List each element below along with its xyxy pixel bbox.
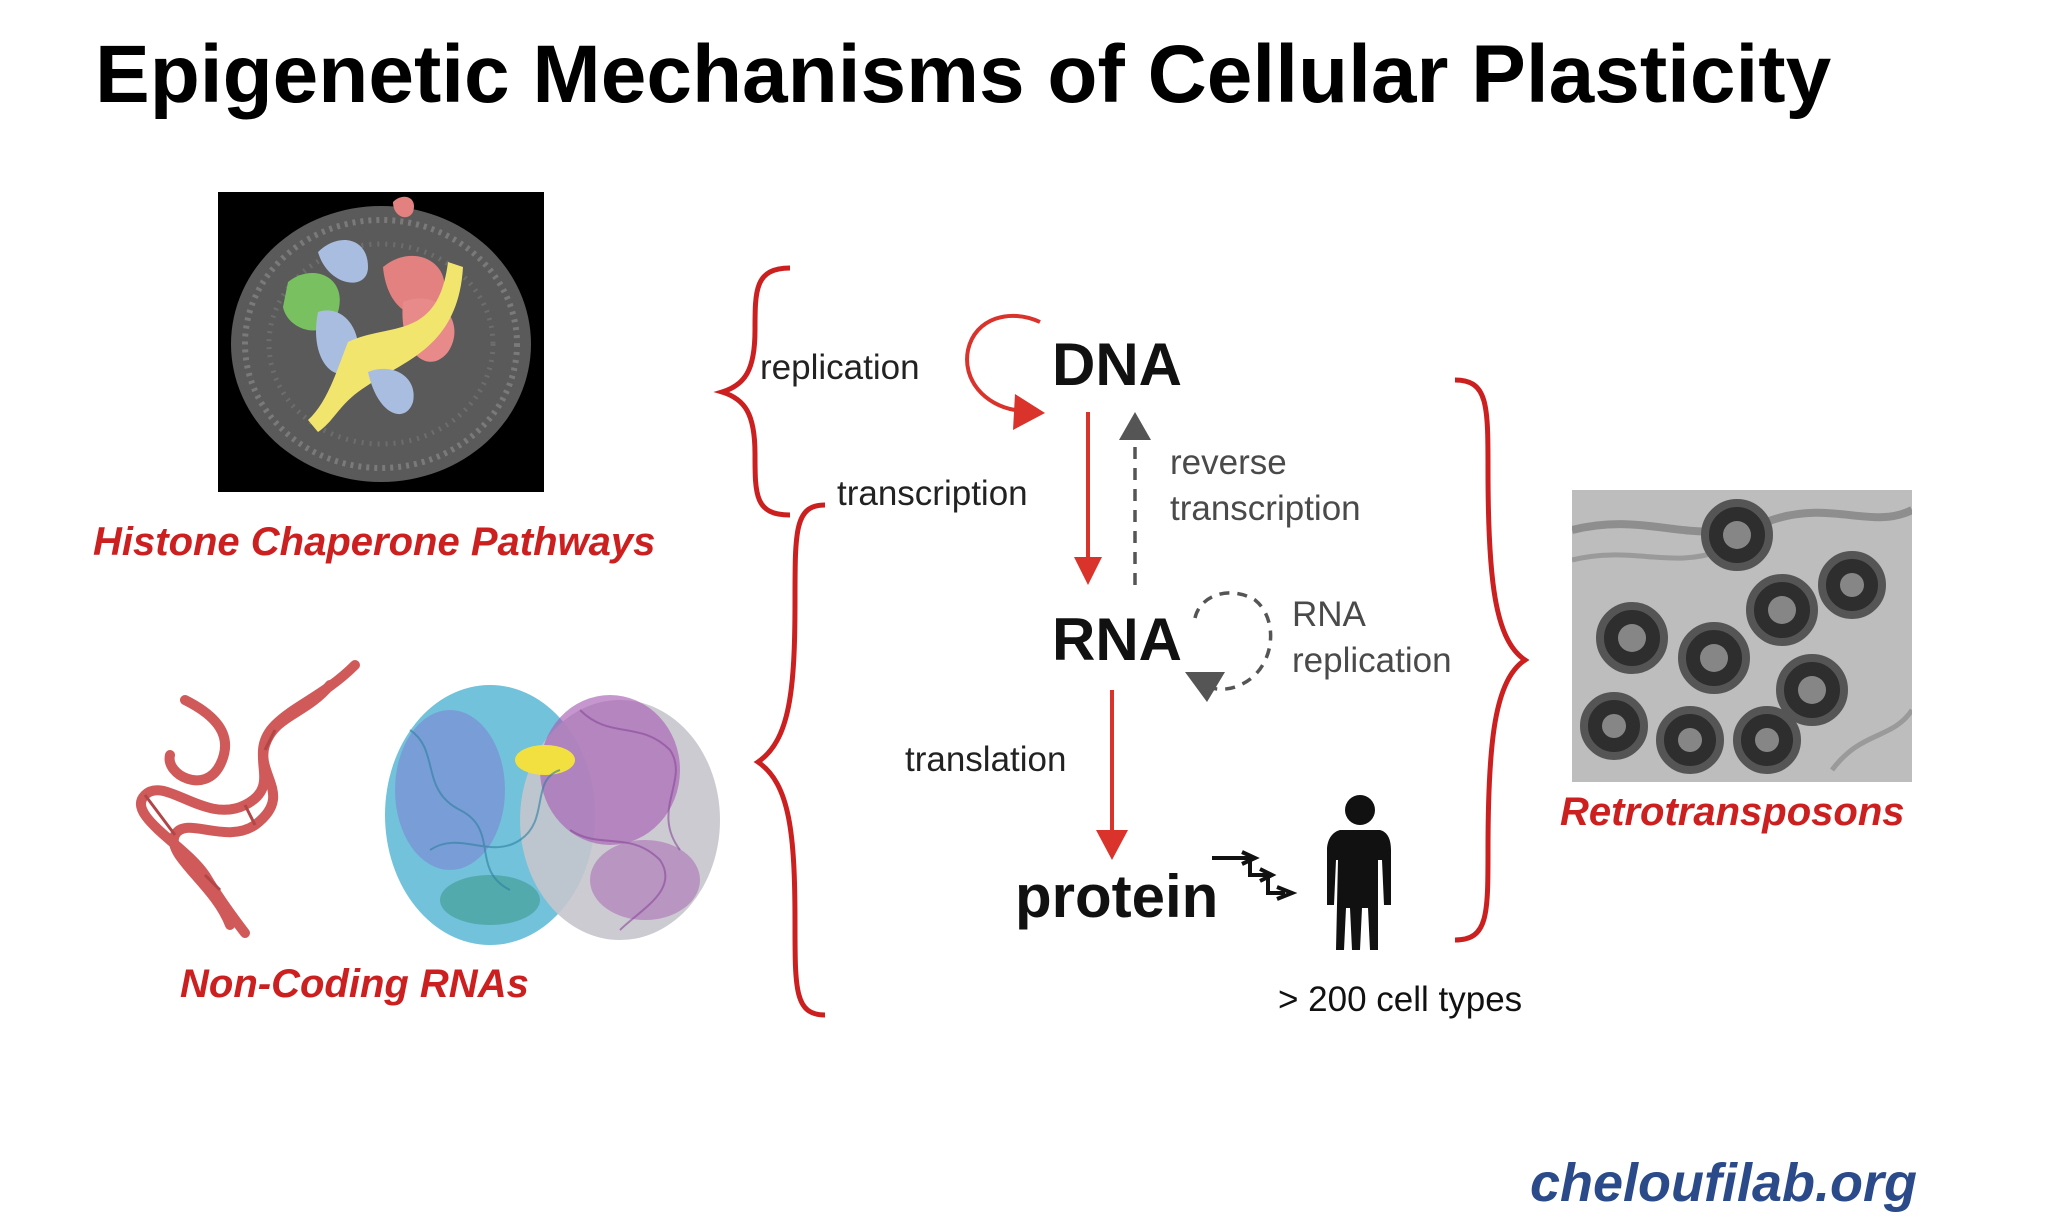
- histone-caption: Histone Chaperone Pathways: [93, 520, 656, 564]
- nucleosome-image: [218, 192, 544, 492]
- translation-label: translation: [905, 740, 1067, 779]
- retrotransposon-image: [1572, 490, 1912, 782]
- reverse-transcription-label-2: transcription: [1170, 489, 1361, 528]
- rna-replication-label-2: replication: [1292, 641, 1452, 680]
- brace-left: [753, 502, 826, 1018]
- page-title: Epigenetic Mechanisms of Cellular Plasti…: [95, 29, 1832, 120]
- human-figure: [1327, 795, 1391, 950]
- retro-caption: Retrotransposons: [1560, 790, 1905, 834]
- replication-arrowhead: [1013, 394, 1045, 430]
- lab-website: cheloufilab.org: [1530, 1153, 1918, 1213]
- reverse-transcription-label-1: reverse: [1170, 443, 1287, 482]
- protein-label: protein: [1015, 863, 1219, 930]
- brace-top: [713, 265, 791, 518]
- transcription-label: transcription: [837, 474, 1028, 513]
- dna-label: DNA: [1052, 331, 1182, 398]
- brace-right: [1454, 377, 1530, 943]
- cascade-arrows: [1212, 850, 1298, 901]
- ribosome-image: [385, 685, 720, 945]
- rna-replication-label-1: RNA: [1292, 595, 1366, 634]
- replication-label: replication: [760, 348, 920, 387]
- rna-ribbon-image: [136, 660, 360, 938]
- rna-label: RNA: [1052, 606, 1182, 673]
- rna-replication-loop: [1193, 591, 1273, 691]
- ncrna-caption: Non-Coding RNAs: [180, 962, 529, 1006]
- replication-loop: [965, 313, 1041, 412]
- cell-types-label: > 200 cell types: [1278, 980, 1523, 1019]
